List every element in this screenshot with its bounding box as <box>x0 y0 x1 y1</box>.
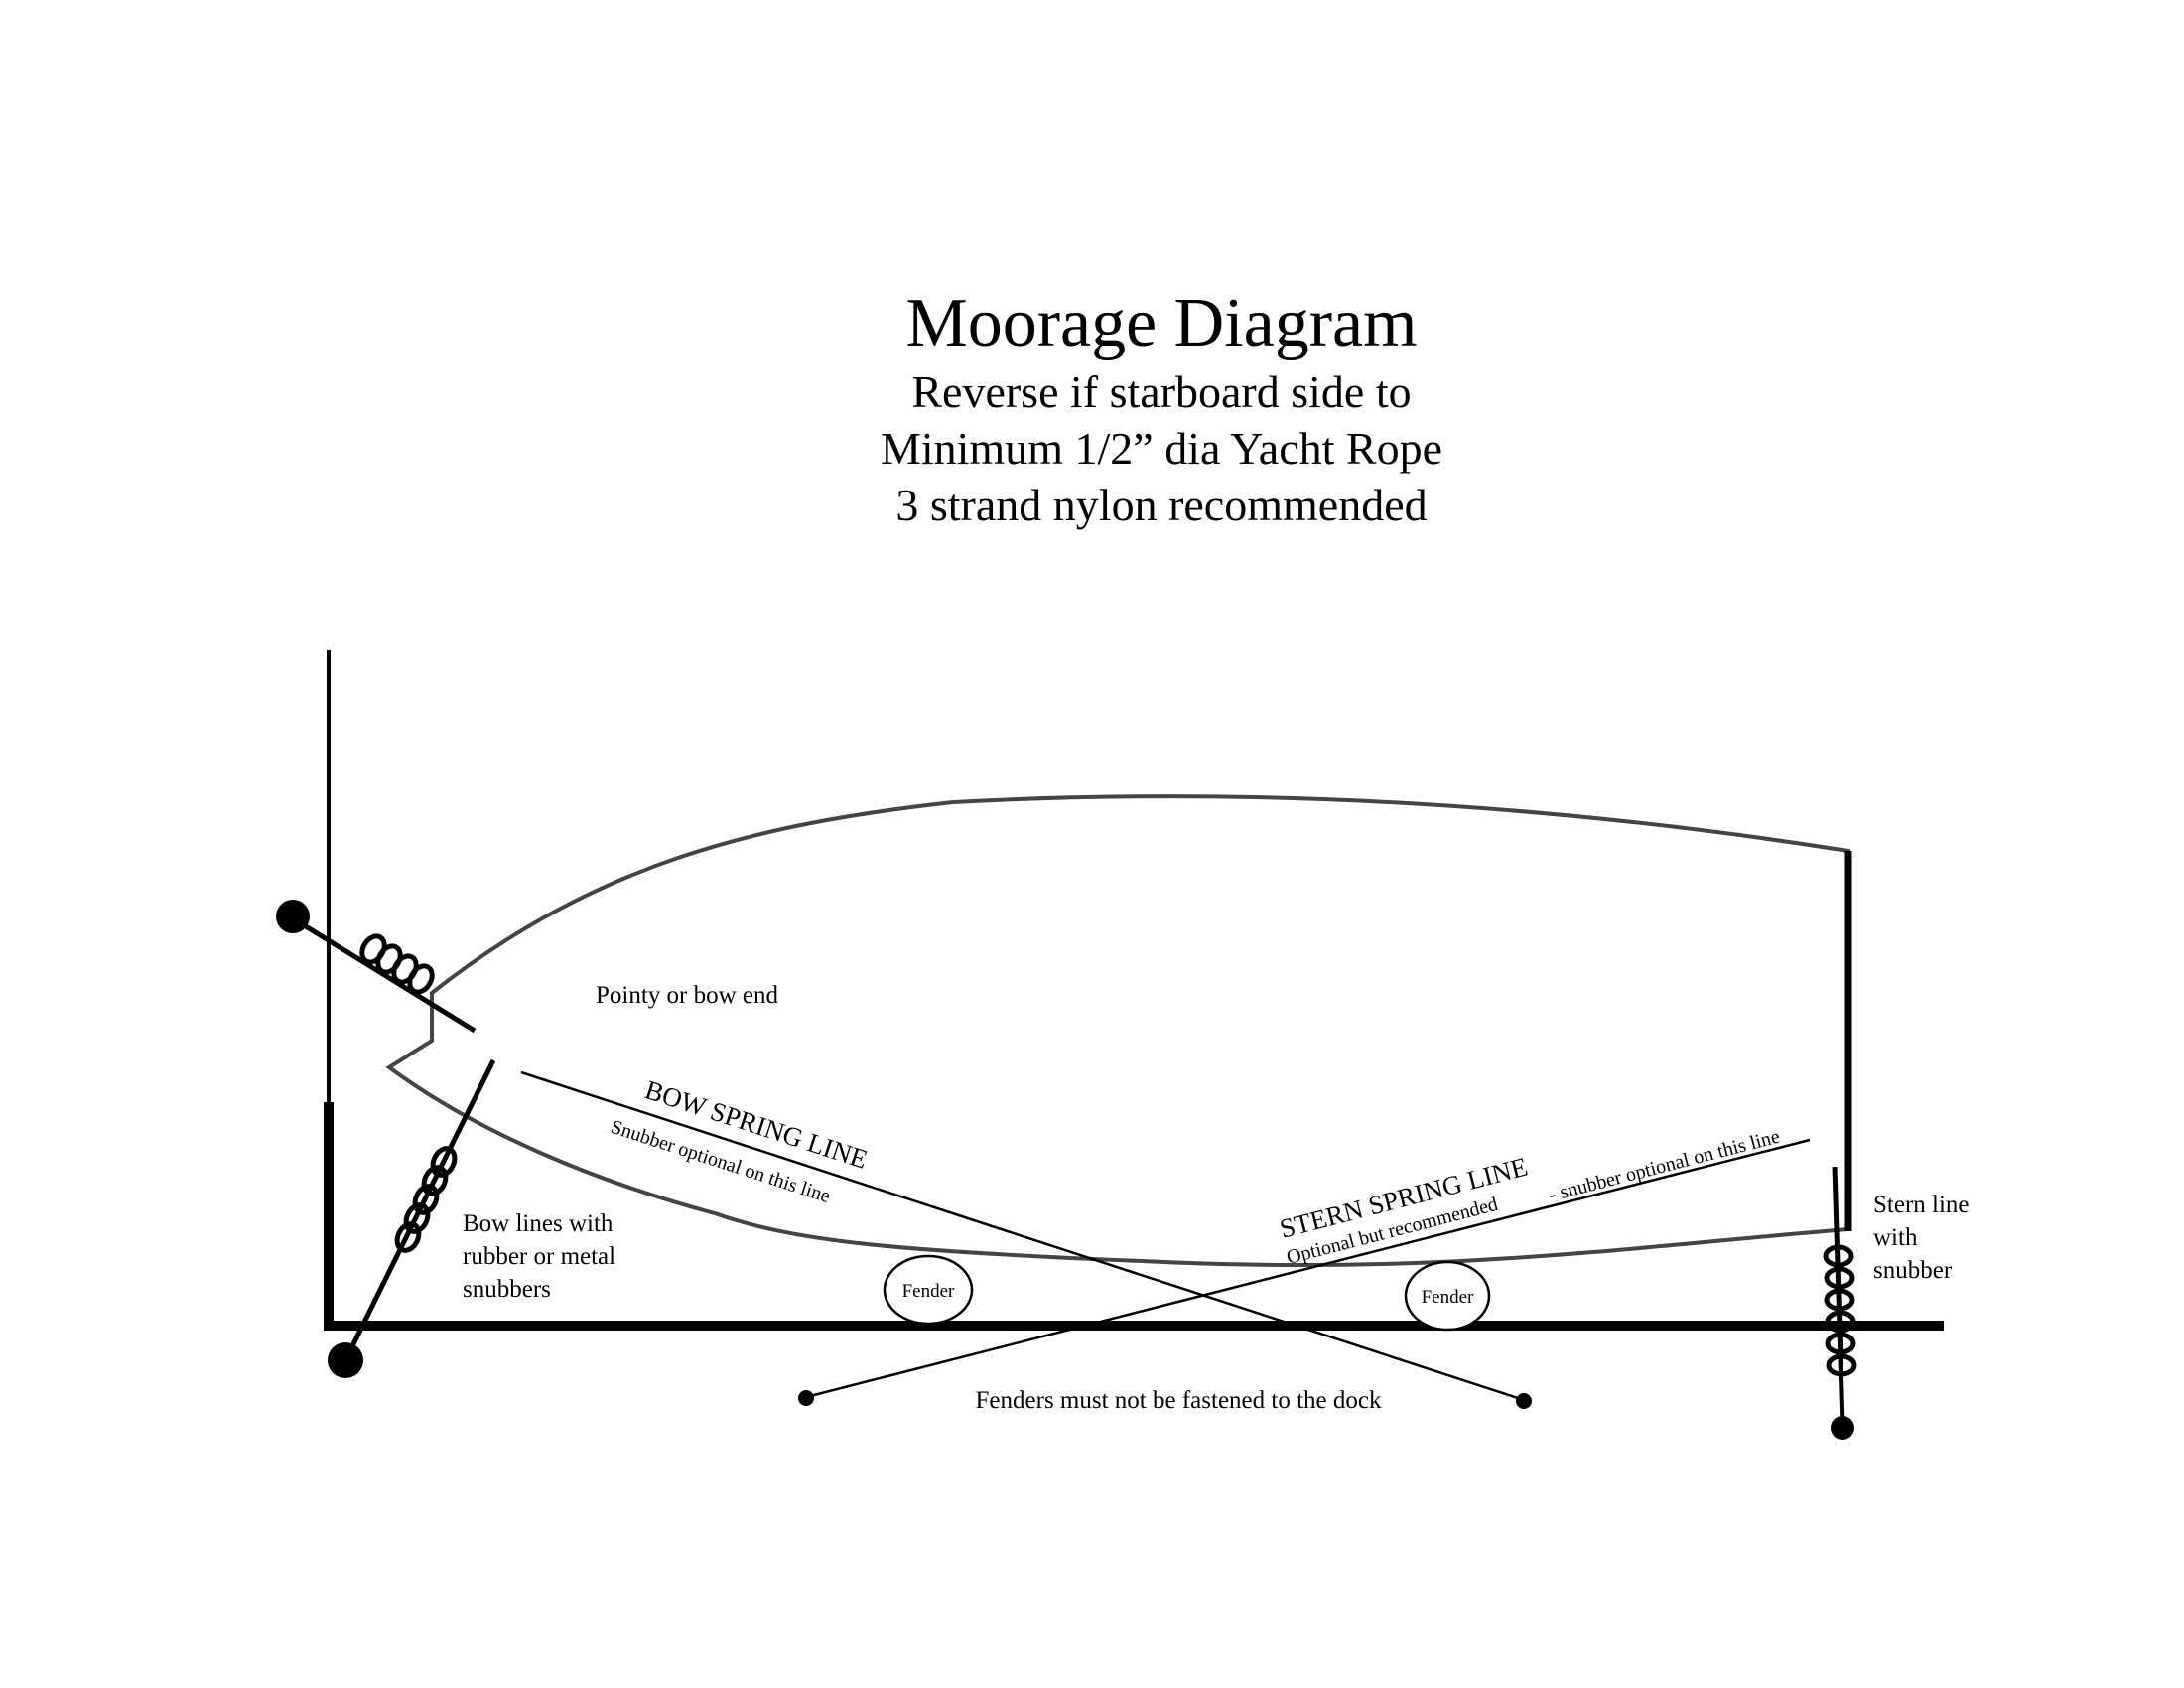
bow-lines-label-3: snubbers <box>463 1276 551 1303</box>
subtitle-line-1: Reverse if starboard side to <box>911 366 1411 417</box>
stern-spring-snubber-note: - snubber optional on this line <box>1547 1126 1782 1206</box>
bow-cleat-lower <box>328 1342 363 1378</box>
bow-cleat-upper <box>276 900 310 933</box>
bow-lines-label-2: rubber or metal <box>463 1243 615 1270</box>
stern-spring-line <box>805 1138 1811 1399</box>
fender-1-icon <box>883 1254 974 1326</box>
stern-line <box>1832 1166 1845 1426</box>
bow-lower-snubber-icon <box>394 1146 458 1253</box>
bow-end-label: Pointy or bow end <box>596 982 779 1009</box>
diagram-title: Moorage Diagram <box>905 285 1417 361</box>
bow-line-upper <box>291 915 477 1034</box>
stern-line-label-2: with <box>1873 1224 1918 1251</box>
fender-2-icon <box>1404 1260 1491 1332</box>
stern-line-label-3: snubber <box>1873 1257 1953 1284</box>
boat-hull <box>385 794 1850 1268</box>
stern-cleat <box>1831 1416 1854 1440</box>
bow-spring-line <box>520 1070 1525 1402</box>
bow-lines-label-1: Bow lines with <box>463 1210 614 1237</box>
fender-warning: Fenders must not be fastened to the dock <box>976 1387 1382 1414</box>
fender-2-label: Fender <box>1422 1287 1474 1308</box>
bow-spring-cleat <box>1516 1393 1532 1409</box>
stern-snubber-icon <box>1823 1244 1857 1377</box>
bow-spring-label: BOW SPRING LINE <box>641 1074 871 1175</box>
fender-1-label: Fender <box>902 1281 955 1302</box>
stern-line-label-1: Stern line <box>1873 1192 1970 1218</box>
subtitle-line-3: 3 strand nylon recommended <box>895 480 1427 530</box>
stern-spring-cleat <box>798 1390 814 1406</box>
bow-upper-snubber-icon <box>359 933 435 995</box>
subtitle-line-2: Minimum 1/2” dia Yacht Rope <box>881 423 1442 474</box>
